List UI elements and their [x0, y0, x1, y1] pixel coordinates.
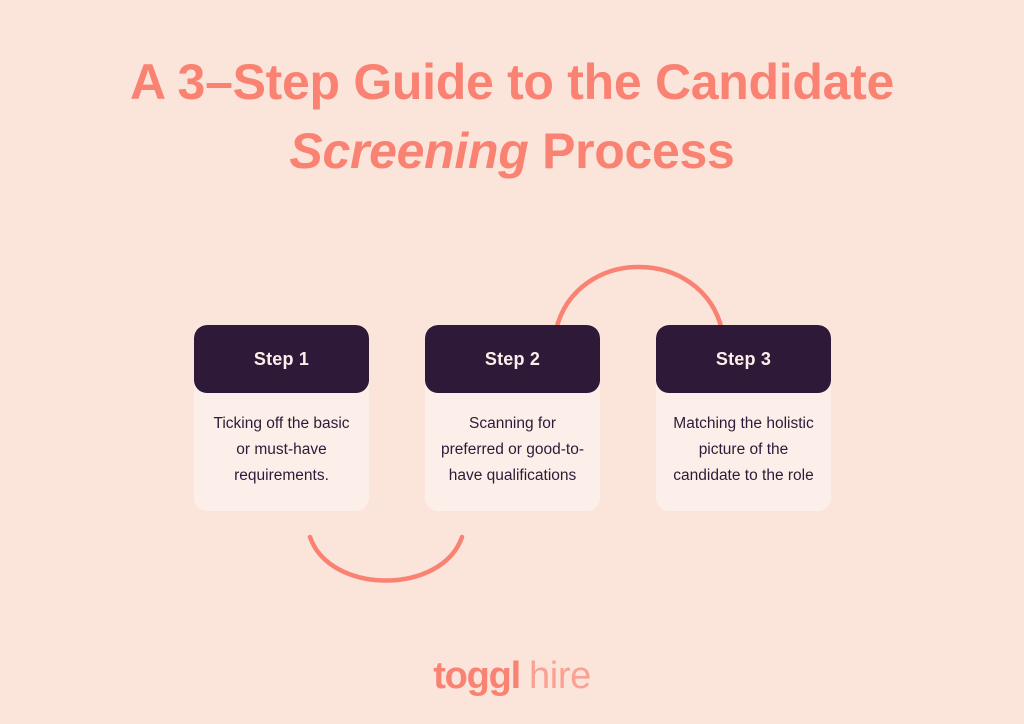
step-card-2-body: Scanning for preferred or good-to-have q…: [440, 415, 585, 485]
brand-logo-primary: toggl: [433, 655, 521, 697]
title-line-2: Screening Process: [0, 117, 1024, 186]
title-line-1: A 3–Step Guide to the Candidate: [130, 54, 894, 110]
title-emphasis-word: Screening: [289, 123, 529, 179]
step-card-2[interactable]: Step 2 Scanning for preferred or good-to…: [425, 325, 600, 512]
page-title: A 3–Step Guide to the Candidate Screenin…: [0, 48, 1024, 186]
step-card-3-body: Matching the holistic picture of the can…: [673, 415, 814, 485]
step-card-3[interactable]: Step 3 Matching the holistic picture of …: [656, 325, 831, 512]
step-card-2-header: Step 2: [425, 325, 600, 393]
title-line-2-rest: Process: [528, 123, 735, 179]
arc-step2-to-step3-icon: [553, 264, 725, 333]
step-card-1-body: Ticking off the basic or must-have requi…: [213, 415, 350, 485]
brand-logo-secondary: hire: [529, 655, 591, 697]
step-card-1-header: Step 1: [194, 325, 369, 393]
step-card-1-title: Step 1: [253, 348, 310, 369]
step-card-1[interactable]: Step 1 Ticking off the basic or must-hav…: [194, 325, 369, 512]
arc-step1-to-step2-icon: [307, 534, 465, 583]
step-card-3-title: Step 3: [715, 348, 772, 369]
step-card-3-header: Step 3: [656, 325, 831, 393]
step-card-2-title: Step 2: [484, 348, 541, 369]
